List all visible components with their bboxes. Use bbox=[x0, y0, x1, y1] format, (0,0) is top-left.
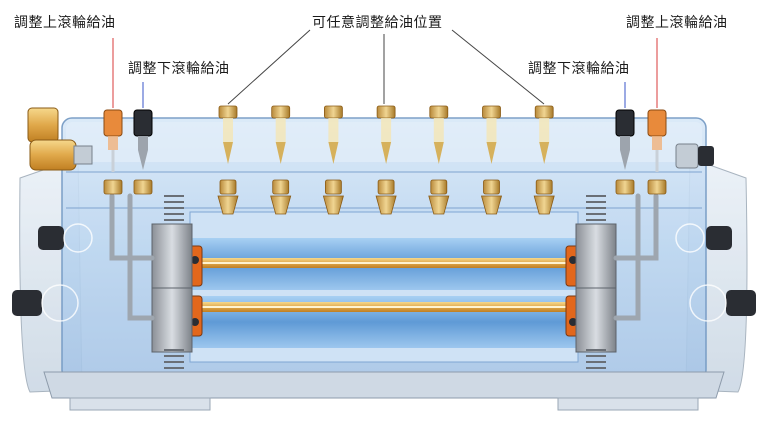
oil-nozzle bbox=[428, 105, 450, 215]
oil-nozzle bbox=[270, 105, 292, 215]
label-lower-right-roller: 調整下滾輪給油 bbox=[528, 61, 630, 77]
leader-lines bbox=[112, 29, 658, 108]
label-upper-right-roller: 調整上滾輪給油 bbox=[626, 15, 728, 31]
oil-nozzle bbox=[322, 105, 344, 215]
oil-nozzles bbox=[217, 105, 555, 215]
upper-roller-knob-right bbox=[647, 109, 667, 172]
oil-nozzle bbox=[533, 105, 555, 215]
label-adjustable-position: 可任意調整給油位置 bbox=[312, 15, 443, 31]
label-upper-left-roller: 調整上滾輪給油 bbox=[14, 15, 116, 31]
oil-nozzle bbox=[217, 105, 239, 215]
oil-nozzle bbox=[480, 105, 503, 215]
lower-roller-knob-right bbox=[615, 109, 635, 170]
oil-nozzle bbox=[375, 105, 397, 215]
upper-roller-knob-left bbox=[103, 109, 123, 172]
label-lower-left-roller: 調整下滾輪給油 bbox=[128, 61, 230, 77]
lower-roller-knob-left bbox=[133, 109, 153, 170]
